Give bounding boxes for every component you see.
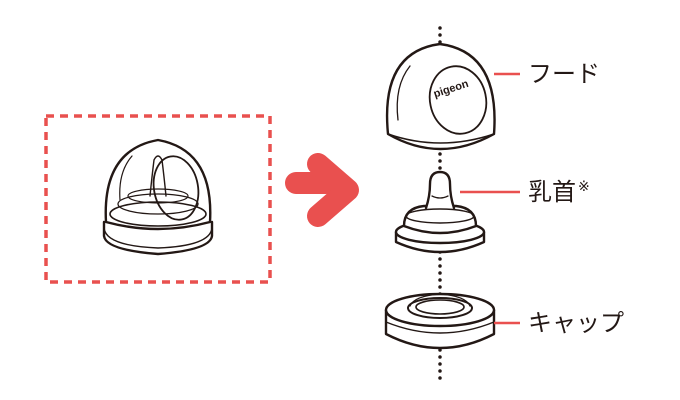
nipple-note-mark: ※ — [578, 179, 590, 195]
hood-part — [385, 42, 496, 151]
hood-label: フード — [528, 60, 600, 88]
assembled-frame — [44, 114, 272, 284]
nipple-label-group: 乳首※ — [528, 180, 590, 204]
cap-label: キャップ — [528, 309, 624, 337]
cap-part — [384, 292, 496, 350]
nipple-label: 乳首 — [528, 178, 576, 206]
nipple-part — [394, 170, 486, 254]
assembled-unit — [102, 138, 214, 256]
arrow-right-icon — [285, 153, 359, 227]
